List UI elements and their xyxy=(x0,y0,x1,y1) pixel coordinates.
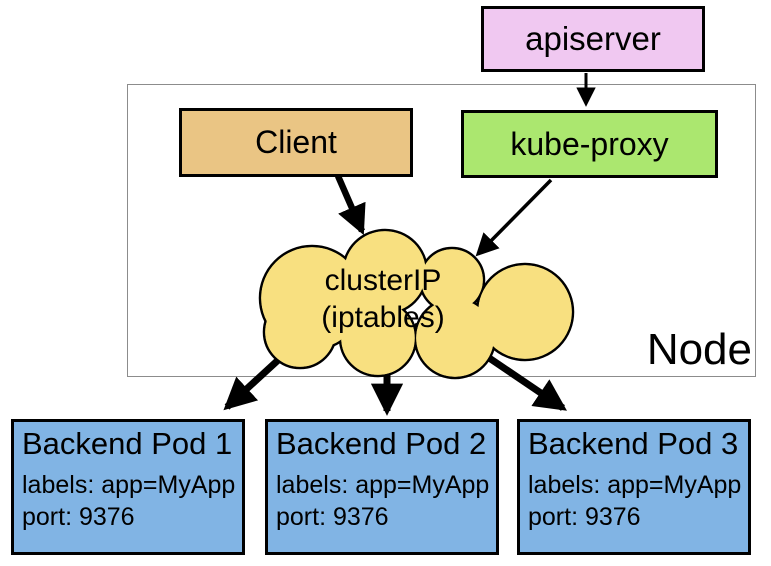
client-label: Client xyxy=(255,124,337,160)
backend-pod-2: Backend Pod 2 labels: app=MyApp port: 93… xyxy=(265,419,499,555)
apiserver-node: apiserver xyxy=(481,6,705,72)
pod-1-title: Backend Pod 1 xyxy=(22,426,233,461)
pod-1-port: port: 9376 xyxy=(22,503,135,531)
pod-1-labels: labels: app=MyApp xyxy=(22,471,236,499)
clusterip-node: clusterIP (iptables) xyxy=(268,262,498,336)
pod-2-title: Backend Pod 2 xyxy=(276,426,487,461)
pod-3-title: Backend Pod 3 xyxy=(528,426,739,461)
backend-pod-3: Backend Pod 3 labels: app=MyApp port: 93… xyxy=(517,419,751,555)
pod-2-labels: labels: app=MyApp xyxy=(276,471,490,499)
kube-proxy-label: kube-proxy xyxy=(510,125,669,162)
pod-3-labels: labels: app=MyApp xyxy=(528,471,742,499)
pod-3-port: port: 9376 xyxy=(528,503,641,531)
clusterip-label-line2: (iptables) xyxy=(321,301,445,334)
client-node: Client xyxy=(179,108,413,177)
apiserver-label: apiserver xyxy=(525,20,661,57)
clusterip-label-line1: clusterIP xyxy=(324,264,442,297)
kube-proxy-node: kube-proxy xyxy=(461,110,718,178)
node-boundary-label: Node xyxy=(646,325,752,374)
backend-pod-1: Backend Pod 1 labels: app=MyApp port: 93… xyxy=(11,419,245,555)
pod-2-port: port: 9376 xyxy=(276,503,389,531)
